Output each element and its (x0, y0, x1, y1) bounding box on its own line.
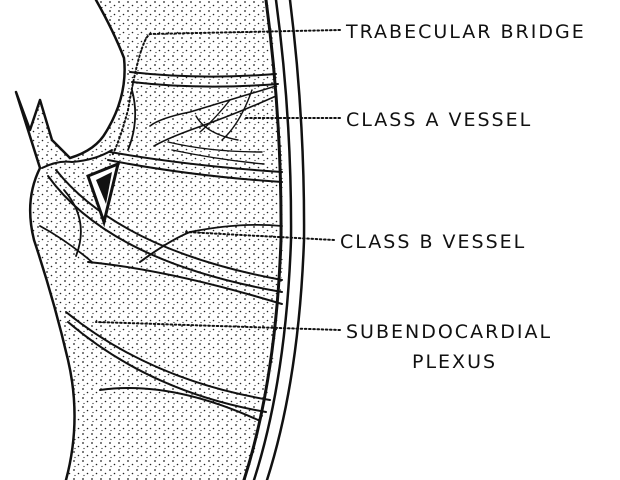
label-trabecular-bridge: TRABECULAR BRIDGE (345, 21, 586, 43)
label-plexus: PLEXUS (412, 351, 497, 373)
label-class-b-vessel: CLASS B VESSEL (340, 231, 526, 253)
label-subendocardial: SUBENDOCARDIAL (346, 321, 552, 343)
label-class-a-vessel: CLASS A VESSEL (346, 109, 532, 131)
diagram-labels: TRABECULAR BRIDGE CLASS A VESSEL CLASS B… (340, 21, 586, 373)
